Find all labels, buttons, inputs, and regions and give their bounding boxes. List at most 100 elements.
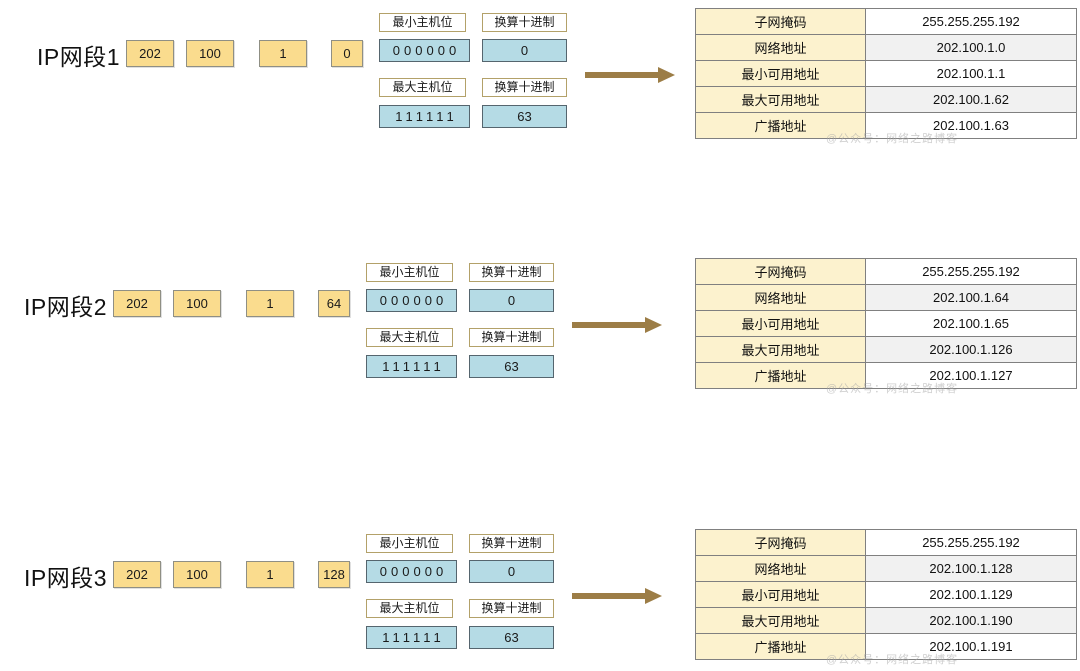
field-label-cell: 网络地址 — [695, 284, 866, 311]
arrow-head — [645, 588, 662, 604]
field-label-cell: 最大可用地址 — [695, 607, 866, 634]
table-row: 最小可用地址 202.100.1.65 — [695, 310, 1077, 337]
arrow-shaft — [572, 322, 646, 328]
field-value-cell: 202.100.1.127 — [865, 362, 1077, 389]
segment-3-min-bits: 000000 — [366, 560, 457, 583]
table-row: 网络地址 202.100.1.0 — [695, 34, 1077, 61]
field-value-cell: 202.100.1.63 — [865, 112, 1077, 139]
segment-1-min-bits: 000000 — [379, 39, 470, 62]
segment-2-left-group: IP网段2 202 100 1 64 最小主机位 换算十进制 000000 0 … — [0, 258, 690, 418]
field-value-cell: 202.100.1.190 — [865, 607, 1077, 634]
to-decimal-label: 换算十进制 — [482, 78, 567, 97]
segment-2-title: IP网段2 — [24, 294, 108, 320]
table-row: 最小可用地址 202.100.1.1 — [695, 60, 1077, 87]
watermark-text: @公众号：网络之路博客 — [826, 383, 959, 395]
field-value-cell: 202.100.1.191 — [865, 633, 1077, 660]
watermark-text: @公众号：网络之路博客 — [826, 654, 959, 666]
arrow-shaft — [572, 593, 646, 599]
segment-2-octet-1: 202 — [113, 290, 161, 317]
field-label-cell: 最小可用地址 — [695, 60, 866, 87]
min-host-bits-label: 最小主机位 — [366, 263, 453, 282]
arrow-shaft — [585, 72, 659, 78]
arrow-head — [658, 67, 675, 83]
to-decimal-label: 换算十进制 — [469, 599, 554, 618]
table-row: 最大可用地址 202.100.1.190 — [695, 607, 1077, 634]
table-row: 网络地址 202.100.1.64 — [695, 284, 1077, 311]
segment-2-octet-3: 1 — [246, 290, 294, 317]
table-row: 广播地址 202.100.1.127 — [695, 362, 1077, 389]
segment-2-octet-2: 100 — [173, 290, 221, 317]
segment-1-title: IP网段1 — [37, 44, 121, 70]
field-label-cell: 最大可用地址 — [695, 86, 866, 113]
field-label-cell: 最小可用地址 — [695, 581, 866, 608]
right-arrow-icon — [572, 317, 662, 333]
segment-2-max-decimal: 63 — [469, 355, 554, 378]
segment-1-min-decimal: 0 — [482, 39, 567, 62]
to-decimal-label: 换算十进制 — [469, 263, 554, 282]
table-row: 子网掩码 255.255.255.192 — [695, 8, 1077, 35]
segment-2-result-table: 子网掩码 255.255.255.192 网络地址 202.100.1.64 最… — [695, 258, 1077, 389]
to-decimal-label: 换算十进制 — [469, 534, 554, 553]
segment-2-octet-4: 64 — [318, 290, 350, 317]
ip-segment-2-block: IP网段2 202 100 1 64 最小主机位 换算十进制 000000 0 … — [0, 258, 1080, 423]
segment-3-left-group: IP网段3 202 100 1 128 最小主机位 换算十进制 000000 0… — [0, 529, 690, 671]
table-row: 最大可用地址 202.100.1.126 — [695, 336, 1077, 363]
arrow-head — [645, 317, 662, 333]
table-row: 广播地址 202.100.1.191 — [695, 633, 1077, 660]
field-value-cell: 202.100.1.128 — [865, 555, 1077, 582]
field-value-cell: 202.100.1.65 — [865, 310, 1077, 337]
table-row: 最大可用地址 202.100.1.62 — [695, 86, 1077, 113]
field-label-cell: 最小可用地址 — [695, 310, 866, 337]
table-row: 最小可用地址 202.100.1.129 — [695, 581, 1077, 608]
field-value-cell: 202.100.1.64 — [865, 284, 1077, 311]
segment-3-octet-3: 1 — [246, 561, 294, 588]
segment-2-min-decimal: 0 — [469, 289, 554, 312]
field-value-cell: 202.100.1.126 — [865, 336, 1077, 363]
watermark-text: @公众号：网络之路博客 — [826, 133, 959, 145]
segment-2-max-bits: 111111 — [366, 355, 457, 378]
right-arrow-icon — [585, 67, 675, 83]
segment-3-octet-1: 202 — [113, 561, 161, 588]
segment-3-octet-4: 128 — [318, 561, 350, 588]
segment-1-octet-1: 202 — [126, 40, 174, 67]
field-value-cell: 255.255.255.192 — [865, 529, 1077, 556]
segment-1-max-bits: 111111 — [379, 105, 470, 128]
field-label-cell: 网络地址 — [695, 34, 866, 61]
max-host-bits-label: 最大主机位 — [366, 328, 453, 347]
field-value-cell: 202.100.1.1 — [865, 60, 1077, 87]
field-label-cell: 子网掩码 — [695, 529, 866, 556]
field-label-cell: 广播地址 — [695, 633, 866, 660]
segment-1-result-table: 子网掩码 255.255.255.192 网络地址 202.100.1.0 最小… — [695, 8, 1077, 139]
segment-1-octet-4: 0 — [331, 40, 363, 67]
segment-1-max-decimal: 63 — [482, 105, 567, 128]
segment-3-title: IP网段3 — [24, 565, 108, 591]
max-host-bits-label: 最大主机位 — [366, 599, 453, 618]
segment-3-max-decimal: 63 — [469, 626, 554, 649]
to-decimal-label: 换算十进制 — [482, 13, 567, 32]
segment-3-result-table: 子网掩码 255.255.255.192 网络地址 202.100.1.128 … — [695, 529, 1077, 660]
field-label-cell: 子网掩码 — [695, 258, 866, 285]
segment-3-min-decimal: 0 — [469, 560, 554, 583]
table-row: 子网掩码 255.255.255.192 — [695, 258, 1077, 285]
table-row: 网络地址 202.100.1.128 — [695, 555, 1077, 582]
field-value-cell: 255.255.255.192 — [865, 258, 1077, 285]
ip-segment-1-block: IP网段1 202 100 1 0 最小主机位 换算十进制 000000 0 最… — [0, 8, 1080, 173]
segment-3-octet-2: 100 — [173, 561, 221, 588]
segment-3-max-bits: 111111 — [366, 626, 457, 649]
segment-1-left-group: IP网段1 202 100 1 0 最小主机位 换算十进制 000000 0 最… — [13, 8, 703, 168]
field-value-cell: 202.100.1.129 — [865, 581, 1077, 608]
max-host-bits-label: 最大主机位 — [379, 78, 466, 97]
field-label-cell: 网络地址 — [695, 555, 866, 582]
segment-2-min-bits: 000000 — [366, 289, 457, 312]
field-value-cell: 202.100.1.0 — [865, 34, 1077, 61]
min-host-bits-label: 最小主机位 — [366, 534, 453, 553]
field-label-cell: 子网掩码 — [695, 8, 866, 35]
to-decimal-label: 换算十进制 — [469, 328, 554, 347]
field-value-cell: 255.255.255.192 — [865, 8, 1077, 35]
field-value-cell: 202.100.1.62 — [865, 86, 1077, 113]
table-row: 子网掩码 255.255.255.192 — [695, 529, 1077, 556]
field-label-cell: 广播地址 — [695, 362, 866, 389]
min-host-bits-label: 最小主机位 — [379, 13, 466, 32]
field-label-cell: 广播地址 — [695, 112, 866, 139]
